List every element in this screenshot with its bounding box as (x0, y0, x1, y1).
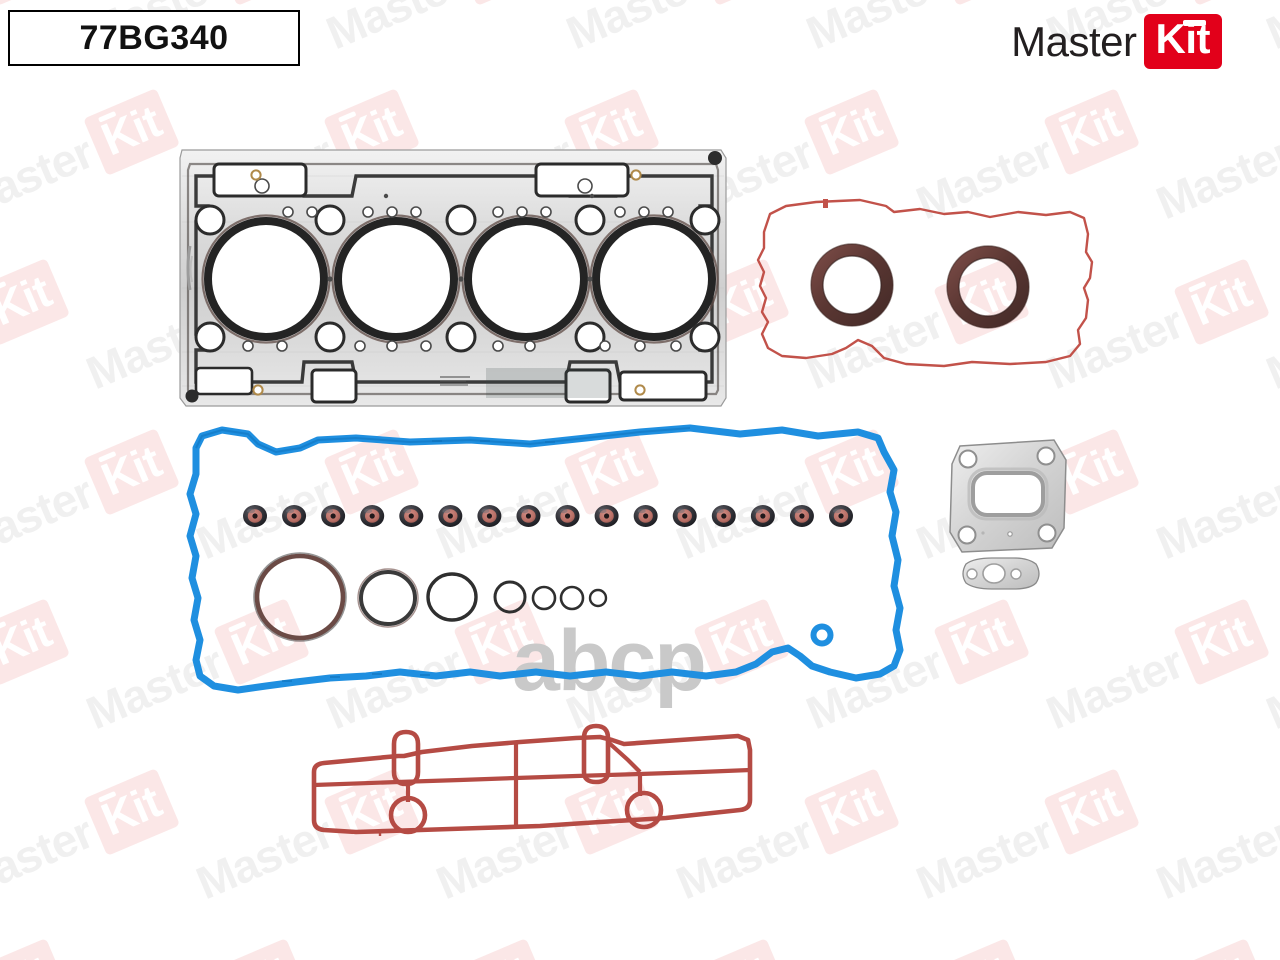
brand-logo: Master Kit (1011, 14, 1222, 70)
valve-stem-seal (750, 505, 775, 527)
camshaft-seal-left (810, 243, 894, 327)
part-turbo-oil-return-gasket (962, 557, 1040, 590)
valve-stem-seal (438, 505, 463, 527)
valve-stem-seal (282, 505, 307, 527)
valve-stem-seal (360, 505, 385, 527)
brand-logo-macron (1182, 20, 1206, 26)
part-number-text: 77BG340 (79, 18, 229, 57)
part-cylinder-head-gasket (179, 149, 727, 407)
valve-stem-seal (399, 505, 424, 527)
valve-stem-seal (711, 505, 736, 527)
valve-stem-seal (516, 505, 541, 527)
part-number-box: 77BG340 (8, 10, 300, 66)
valve-stem-seal (477, 505, 502, 527)
valve-stem-seal (243, 505, 267, 527)
valve-stem-seal (633, 505, 658, 527)
valve-stem-seal (789, 505, 814, 527)
valve-stem-seal (594, 505, 619, 527)
valve-stem-seal (555, 505, 580, 527)
part-valve-stem-seals (243, 505, 853, 527)
part-timing-cover-gasket (756, 198, 1094, 368)
brand-logo-master-text: Master (1011, 17, 1137, 65)
camshaft-seal-right (946, 245, 1030, 329)
valve-stem-seal (321, 505, 346, 527)
part-valve-cover-gasket (186, 424, 904, 694)
valve-stem-seal (829, 505, 853, 527)
part-o-rings (253, 552, 608, 642)
valve-stem-seal (672, 505, 697, 527)
part-turbocharger-flange-gasket (949, 439, 1067, 553)
part-intake-manifold-gasket (311, 723, 753, 836)
brand-logo-kit-box: Kit (1143, 14, 1222, 70)
